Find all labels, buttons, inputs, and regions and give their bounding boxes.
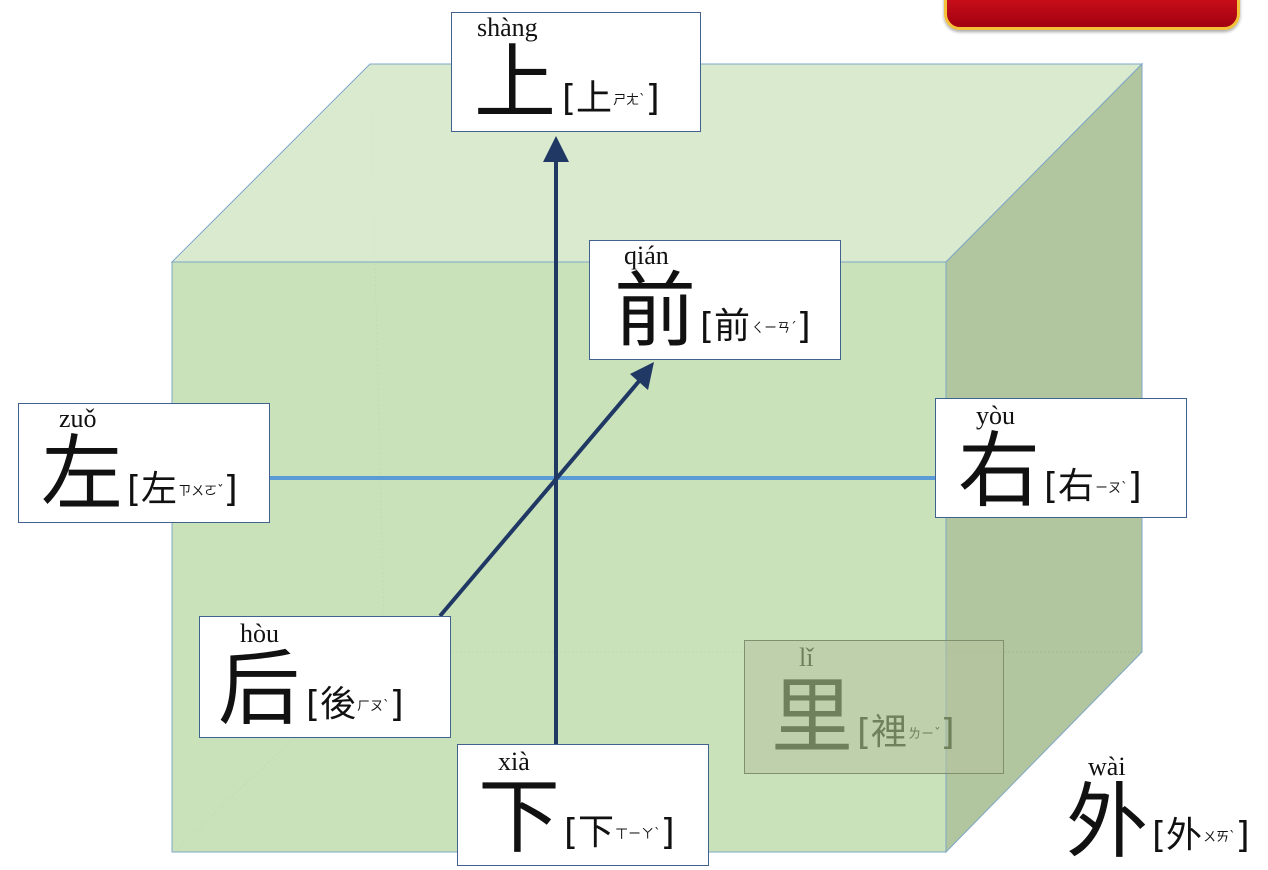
pinyin-zuo: zuǒ xyxy=(59,404,97,433)
pinyin-qian: qián xyxy=(624,241,669,270)
bopomofo-qian: ㄑㄧㄢˊ xyxy=(751,320,797,336)
label-card-you: yòu 右 [右ㄧㄡˋ] xyxy=(935,398,1187,518)
pinyin-xia: xià xyxy=(498,747,530,776)
hanzi-xia: 下 xyxy=(478,770,561,865)
label-wai: wài 外 [外ㄨㄞˋ] xyxy=(1066,752,1266,870)
label-card-shang: shàng 上 [上ㄕㄤˋ] xyxy=(451,12,701,132)
trad-char-wai: 外 xyxy=(1166,815,1203,856)
hanzi-hou: 后 xyxy=(218,642,301,737)
hanzi-li: 里 xyxy=(771,670,854,765)
label-card-hou: hòu 后 [後ㄏㄡˋ] xyxy=(199,616,451,738)
label-card-zuo: zuǒ 左 [左ㄗㄨㄛˇ] xyxy=(18,403,270,523)
bopomofo-hou: ㄏㄡˋ xyxy=(357,698,390,714)
label-card-li: lǐ 里 [裡ㄌㄧˇ] xyxy=(744,640,1004,774)
trad-char-hou: 後 xyxy=(320,684,357,725)
trad-char-xia: 下 xyxy=(578,812,615,853)
trad-char-li: 裡 xyxy=(871,712,908,753)
pinyin-shang: shàng xyxy=(477,13,538,42)
trad-qian: [前ㄑㄧㄢˊ] xyxy=(700,306,811,347)
pinyin-wai: wài xyxy=(1088,752,1126,781)
trad-char-shang: 上 xyxy=(576,78,613,119)
bopomofo-li: ㄌㄧˇ xyxy=(908,726,941,742)
pinyin-li: lǐ xyxy=(799,643,814,672)
bopomofo-xia: ㄒㄧㄚˋ xyxy=(615,826,661,842)
title-badge xyxy=(944,0,1240,30)
trad-char-you: 右 xyxy=(1058,466,1095,507)
trad-you: [右ㄧㄡˋ] xyxy=(1044,466,1142,507)
trad-char-qian: 前 xyxy=(714,306,751,347)
hanzi-wai: 外 xyxy=(1066,775,1149,870)
trad-shang: [上ㄕㄤˋ] xyxy=(562,78,660,119)
arrow-front-head xyxy=(630,362,654,390)
arrow-up-head xyxy=(543,136,569,162)
hanzi-shang: 上 xyxy=(474,36,557,131)
bopomofo-you: ㄧㄡˋ xyxy=(1095,480,1128,496)
hanzi-you: 右 xyxy=(958,424,1041,519)
bopomofo-wai: ㄨㄞˋ xyxy=(1203,829,1236,845)
pinyin-hou: hòu xyxy=(240,619,279,648)
trad-zuo: [左ㄗㄨㄛˇ] xyxy=(127,469,238,510)
pinyin-you: yòu xyxy=(976,401,1015,430)
hanzi-qian: 前 xyxy=(614,264,697,359)
trad-char-zuo: 左 xyxy=(141,469,178,510)
label-card-qian: qián 前 [前ㄑㄧㄢˊ] xyxy=(589,240,841,360)
label-card-xia: xià 下 [下ㄒㄧㄚˋ] xyxy=(457,744,709,866)
trad-hou: [後ㄏㄡˋ] xyxy=(306,684,404,725)
trad-wai: [外ㄨㄞˋ] xyxy=(1152,815,1250,856)
bopomofo-shang: ㄕㄤˋ xyxy=(613,92,646,108)
bopomofo-zuo: ㄗㄨㄛˇ xyxy=(178,483,224,499)
trad-li: [裡ㄌㄧˇ] xyxy=(857,712,955,753)
hanzi-zuo: 左 xyxy=(41,427,124,522)
axis-front-back xyxy=(438,378,642,618)
trad-xia: [下ㄒㄧㄚˋ] xyxy=(564,812,675,853)
